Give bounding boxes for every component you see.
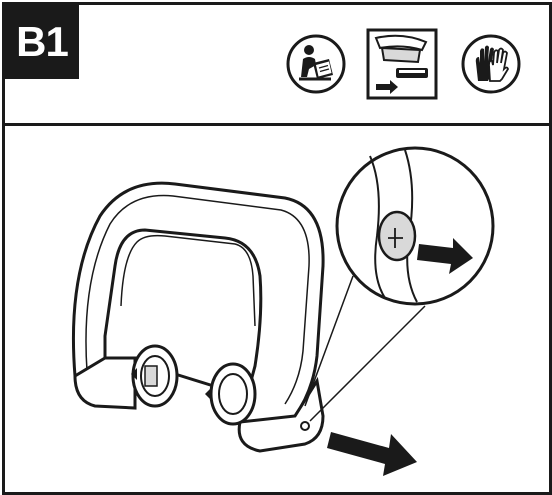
- panel-header: B1: [5, 5, 549, 126]
- loop-handle: [71, 181, 325, 453]
- remove-battery-icon: [366, 28, 438, 100]
- pull-arrow-icon: [417, 238, 473, 274]
- assembly-illustration: [5, 126, 549, 492]
- step-label: B1: [5, 5, 79, 79]
- handle-mount-detail: [304, 146, 495, 422]
- wear-gloves-icon: [460, 33, 522, 95]
- clamp-assembly: [131, 344, 257, 426]
- read-manual-icon: [285, 33, 347, 95]
- pull-arrow-icon: [327, 432, 417, 476]
